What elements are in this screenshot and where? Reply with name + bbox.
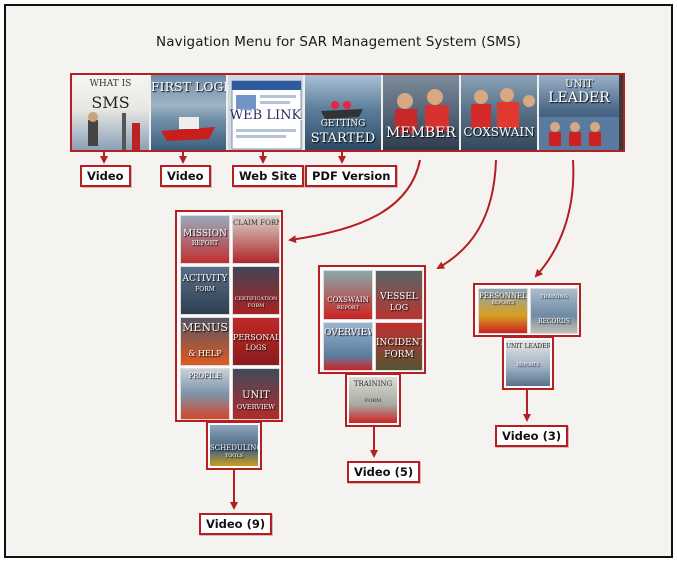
member-tile-caption: OVERVIEW <box>236 403 275 411</box>
member-tile-caption: FORM <box>195 286 215 293</box>
coxswain-tile-overview[interactable]: OVERVIEW <box>323 322 373 371</box>
coxswain-tile-caption: LOG <box>389 303 409 312</box>
menu-tile-caption: SMS <box>91 93 130 112</box>
leader-tile-personnel[interactable]: PERSONNEL REPORTS <box>478 288 528 334</box>
member-tile-caption: LOGS <box>245 344 267 352</box>
member-tile-caption: PERSONAL <box>233 333 280 342</box>
pdf-version-link[interactable]: PDF Version <box>305 165 398 187</box>
coxswain-tile-training-form: TRAINING FORM <box>349 377 397 423</box>
unit-leader-submenu: PERSONNEL REPORTS TRAINING RECORDS <box>473 283 581 337</box>
leader-tile-unit-leader-reports: UNIT LEADER REPORTS <box>506 340 550 386</box>
website-screenshot-icon <box>231 80 302 150</box>
member-tile-personal-logs[interactable]: PERSONAL LOGS <box>232 317 280 366</box>
menu-tile-caption: LEADER <box>548 90 610 106</box>
coxswain-submenu: COXSWAIN REPORT VESSEL LOG OVERVIEW INCI… <box>318 265 426 374</box>
arrow-member <box>288 159 421 244</box>
menu-tile-caption: GETTING <box>320 119 366 129</box>
member-submenu: MISSION REPORT CLAIM FORM ACTIVITY FORM … <box>175 210 283 422</box>
menu-tile-member[interactable]: MEMBER <box>383 75 461 150</box>
leader-tile-caption: REPORTS <box>516 363 540 368</box>
member-tile-activity-form[interactable]: ACTIVITY FORM <box>180 266 230 315</box>
menu-tile-web-link[interactable]: WEB LINK <box>228 75 305 150</box>
coxswain-tile-caption: OVERVIEW <box>324 328 373 338</box>
top-menu-bar: WHAT IS SMS FIRST LOGIN WEB LINK <box>70 73 625 152</box>
unit-leader-group-icon <box>539 117 619 150</box>
rescue-boat-icon <box>161 117 215 141</box>
coxswain-tile-caption: FORM <box>364 398 382 404</box>
coxswain-extra-tile[interactable]: TRAINING FORM <box>345 373 401 427</box>
member-tile-caption: SCHEDULING <box>210 444 258 452</box>
boat-crew-icon <box>321 101 363 119</box>
menu-tile-unit-leader[interactable]: UNIT LEADER <box>539 75 619 150</box>
member-tile-scheduling-tools: SCHEDULING TOOLS <box>210 425 258 466</box>
video-link-first-login[interactable]: Video <box>160 165 211 187</box>
leader-tile-caption: PERSONNEL <box>479 292 527 300</box>
member-tile-profile[interactable]: PROFILE <box>180 368 230 420</box>
coxswain-tile-report[interactable]: COXSWAIN REPORT <box>323 270 373 320</box>
leader-tile-training[interactable]: TRAINING RECORDS <box>530 288 578 334</box>
menu-tile-coxswain[interactable]: COXSWAIN <box>461 75 539 150</box>
leader-tile-caption: TRAINING <box>540 294 568 300</box>
coxswain-tile-caption: TRAINING <box>353 380 393 388</box>
member-video-link[interactable]: Video (9) <box>199 513 273 535</box>
member-tile-caption: TOOLS <box>224 453 244 459</box>
member-tile-caption: MISSION <box>183 229 227 239</box>
coxswain-tile-caption: INCIDENT <box>376 338 423 348</box>
unit-leader-extra-tile[interactable]: UNIT LEADER REPORTS <box>502 336 554 390</box>
page-title: Navigation Menu for SAR Management Syste… <box>156 34 521 50</box>
member-tile-caption: ACTIVITY <box>182 274 228 284</box>
menu-tile-getting-started[interactable]: GETTING STARTED <box>305 75 383 150</box>
coxswain-tile-caption: FORM <box>384 350 414 360</box>
binoculars-person-icon <box>88 112 140 150</box>
member-tile-unit-overview[interactable]: UNIT OVERVIEW <box>232 368 280 420</box>
member-tile-caption: REPORT <box>191 240 219 247</box>
member-tile-caption: CLAIM FORM <box>233 219 280 227</box>
member-crew-icon <box>395 89 449 133</box>
member-tile-caption: MENUS <box>182 321 228 334</box>
leader-tile-caption: REPORTS <box>491 301 515 306</box>
menu-tile-caption: FIRST LOGIN <box>151 79 228 94</box>
coxswain-video-link[interactable]: Video (5) <box>347 461 421 483</box>
menu-tile-first-login[interactable]: FIRST LOGIN <box>151 75 228 150</box>
member-tile-certification-form[interactable]: CERTIFICATION FORM <box>232 266 280 315</box>
menu-tile-caption: WHAT IS <box>89 79 132 89</box>
menu-tile-caption: COXSWAIN <box>463 125 535 139</box>
member-tile-caption: CERTIFICATION <box>234 296 278 302</box>
web-site-link[interactable]: Web Site <box>232 165 304 187</box>
member-extra-tile[interactable]: SCHEDULING TOOLS <box>206 421 262 470</box>
menu-tile-caption: WEB LINK <box>229 108 302 123</box>
coxswain-tile-caption: COXSWAIN <box>327 296 369 304</box>
menu-tile-caption: STARTED <box>310 131 376 146</box>
coxswain-tile-incident-form[interactable]: INCIDENT FORM <box>375 322 423 371</box>
coxswain-tile-caption: REPORT <box>337 305 359 311</box>
member-tile-claim-form[interactable]: CLAIM FORM <box>232 215 280 264</box>
menu-tile-what-is-sms[interactable]: WHAT IS SMS <box>72 75 151 150</box>
leader-tile-caption: UNIT LEADER <box>506 343 550 350</box>
arrow-coxswain <box>436 159 497 269</box>
outer-frame <box>4 4 673 558</box>
menu-tile-caption: MEMBER <box>386 125 456 141</box>
member-tile-caption: FORM <box>247 303 265 309</box>
video-link-what-is-sms[interactable]: Video <box>80 165 131 187</box>
coxswain-crew-icon <box>471 88 535 128</box>
member-tile-caption: PROFILE <box>188 372 222 380</box>
member-tile-menus-help[interactable]: MENUS & HELP <box>180 317 230 366</box>
menu-tile-caption: UNIT <box>565 79 593 90</box>
member-tile-caption: UNIT <box>242 390 270 401</box>
member-tile-mission[interactable]: MISSION REPORT <box>180 215 230 264</box>
coxswain-tile-vessel-log[interactable]: VESSEL LOG <box>375 270 423 320</box>
unit-leader-video-link[interactable]: Video (3) <box>495 425 569 447</box>
coxswain-tile-caption: VESSEL <box>380 292 418 302</box>
arrow-unit-leader <box>534 159 575 278</box>
leader-tile-caption: RECORDS <box>538 318 570 325</box>
member-tile-caption: & HELP <box>188 349 222 358</box>
